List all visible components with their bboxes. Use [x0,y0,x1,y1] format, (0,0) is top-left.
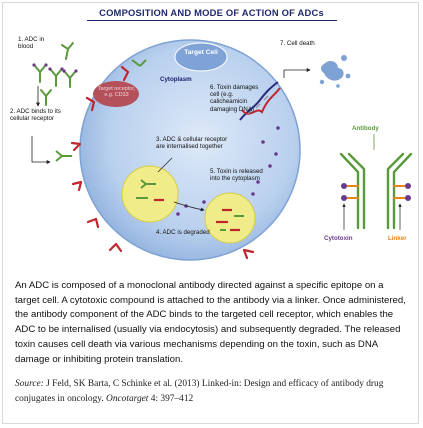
target-cell-label-bubble [174,42,228,72]
arrow-to-cell-death [283,68,311,78]
source-label: Source: [15,379,44,389]
target-cell-label: Target Cell [184,49,218,56]
step4-label: 4. ADC is degraded [156,229,210,236]
step3-pointer [157,157,173,173]
step6-label: 6. Toxin damages cell (e.g. calicheamici… [210,84,259,113]
receptor-label-bubble [93,81,139,107]
adc-diagram: 1. ADC in blood 2. ADC binds to its cell… [8,24,416,264]
free-adc-antibodies [34,42,76,106]
source-journal: Oncotarget [106,393,149,404]
released-toxin-dots [176,126,280,216]
target-receptor-label: Target receptor, e.g. CD33 [97,86,136,99]
degraded-fragments [154,198,240,232]
figure-source: Source: J Feld, SK Barta, C Schinke et a… [15,377,410,406]
cytotoxin-label: Cytotoxin [324,235,353,242]
figure-title: COMPOSITION AND MODE OF ACTION OF ADCs [99,7,324,18]
antibody-label: Antibody [352,125,379,132]
schematic-linkers [347,185,405,199]
arrow-vesicle-1-to-2 [173,201,205,212]
internalised-adc [136,179,156,199]
schematic-cytotoxins [341,183,411,201]
dna-helix [239,81,281,121]
arrow-step2-to-cell [31,136,51,164]
bound-adc [55,59,147,162]
diagram-svg [31,39,413,261]
figure-caption: An ADC is composed of a monoclonal antib… [15,280,406,365]
endosome-vesicles [121,165,256,244]
title-underline [87,20,337,21]
cell-death-fragments [319,55,351,88]
step5-label: 5. Toxin is released into the cytoplasm [210,168,263,183]
degraded-antibody-bits [220,215,244,231]
step2-label: 2. ADC binds to its cellular receptor [10,108,61,123]
source-ref: 4: 397–412 [148,393,194,404]
step3-label: 3. ADC & cellular receptor are internali… [156,136,228,151]
antibody-schematic [339,152,413,230]
figure-frame [2,2,419,424]
step7-label: 7. Cell death [280,40,315,47]
cytoplasm-label: Cytoplasm [160,76,192,83]
step1-label: 1. ADC in blood [18,36,45,51]
source-text: J Feld, SK Barta, C Schinke et al. (2013… [15,379,384,404]
membrane-receptors [70,65,255,260]
linker-label: Linker [388,235,407,242]
free-adc-toxins [32,63,78,73]
